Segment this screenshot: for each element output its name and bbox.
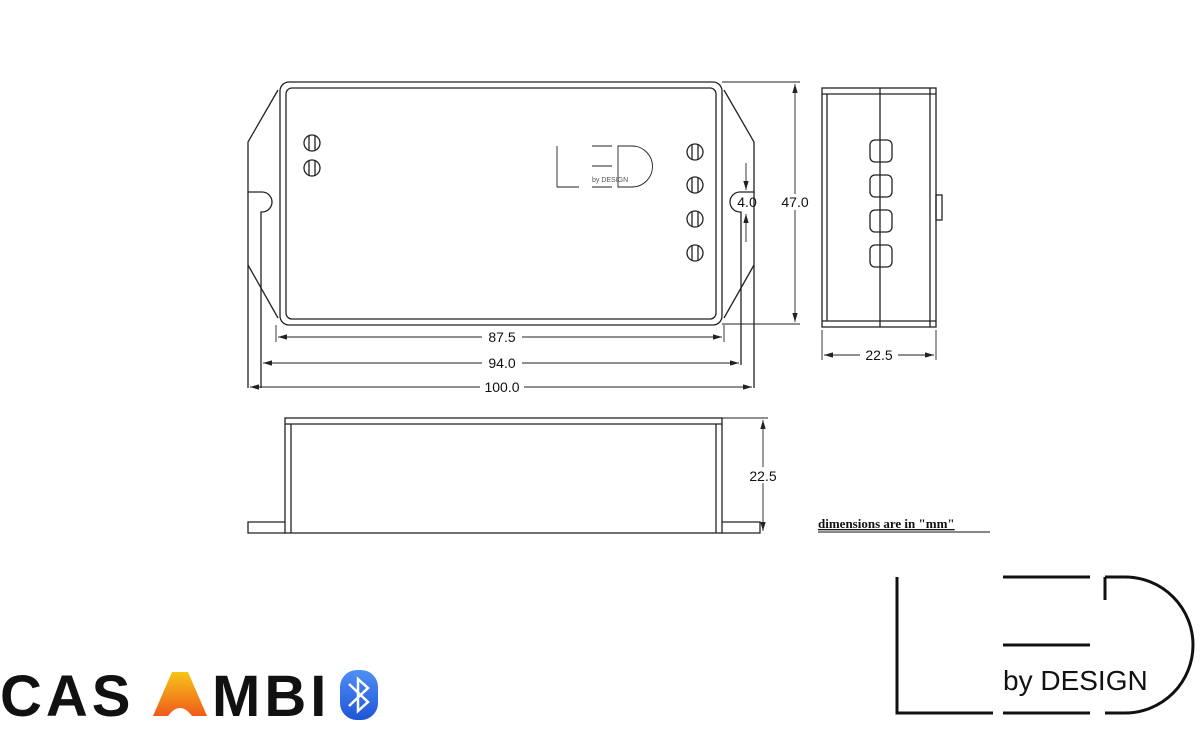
front-view: 22.5 bbox=[247, 417, 781, 534]
bluetooth-icon bbox=[340, 670, 378, 720]
top-view: by DESIGN 87.5 94.0 100.0 47.0 4.0 bbox=[247, 81, 812, 395]
dim-slot: 4.0 bbox=[737, 194, 757, 210]
svg-text:CAS: CAS bbox=[0, 664, 134, 729]
svg-text:MBI: MBI bbox=[212, 664, 330, 729]
dim-mounting-width: 94.0 bbox=[488, 355, 515, 371]
screw-terminals-right bbox=[686, 143, 704, 262]
dim-side-depth: 22.5 bbox=[865, 347, 892, 363]
dim-overall-width: 100.0 bbox=[484, 379, 519, 395]
dim-height: 47.0 bbox=[781, 194, 808, 210]
screw-terminals-left bbox=[303, 134, 321, 177]
side-view: 22.5 bbox=[821, 87, 943, 363]
units-note: dimensions are in "mm" bbox=[818, 516, 955, 531]
device-led-logo: by DESIGN bbox=[556, 145, 653, 188]
by-design-text: by DESIGN bbox=[1003, 665, 1148, 696]
dim-inner-width: 87.5 bbox=[488, 329, 515, 345]
dim-front-depth: 22.5 bbox=[749, 468, 776, 484]
device-logo-text: by DESIGN bbox=[592, 177, 628, 184]
led-by-design-logo: by DESIGN bbox=[895, 575, 1195, 715]
casambi-logo: CAS MBI bbox=[0, 664, 378, 729]
